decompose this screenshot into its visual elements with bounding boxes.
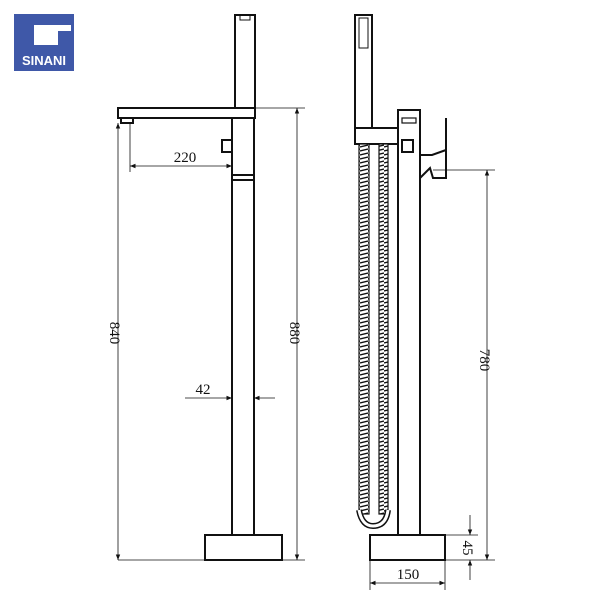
shower-bracket	[354, 127, 399, 145]
side-view	[354, 14, 447, 561]
dim-handle-height: 780	[476, 349, 492, 372]
handle-knob	[221, 139, 233, 153]
dim-total-height: 880	[286, 322, 302, 345]
hand-shower	[354, 14, 373, 129]
dim-base-width: 150	[397, 567, 420, 583]
front-dimensions	[115, 107, 305, 561]
spout	[117, 107, 256, 119]
dim-spout-reach: 220	[174, 150, 197, 166]
dim-pipe-diameter: 42	[196, 382, 211, 398]
logo-text: SINANI	[22, 53, 66, 68]
floor-base	[204, 534, 283, 561]
body-pipe	[397, 109, 421, 536]
floor-base	[369, 534, 446, 561]
front-view	[117, 14, 283, 561]
dim-spout-height: 840	[106, 322, 122, 345]
hand-shower	[234, 14, 256, 109]
handle-knob	[401, 139, 414, 153]
sinani-logo: SINANI	[14, 14, 74, 71]
side-dimensions	[369, 169, 495, 590]
dim-base-height: 45	[459, 541, 475, 556]
shower-hose	[358, 143, 370, 515]
lever-handle	[419, 118, 447, 179]
